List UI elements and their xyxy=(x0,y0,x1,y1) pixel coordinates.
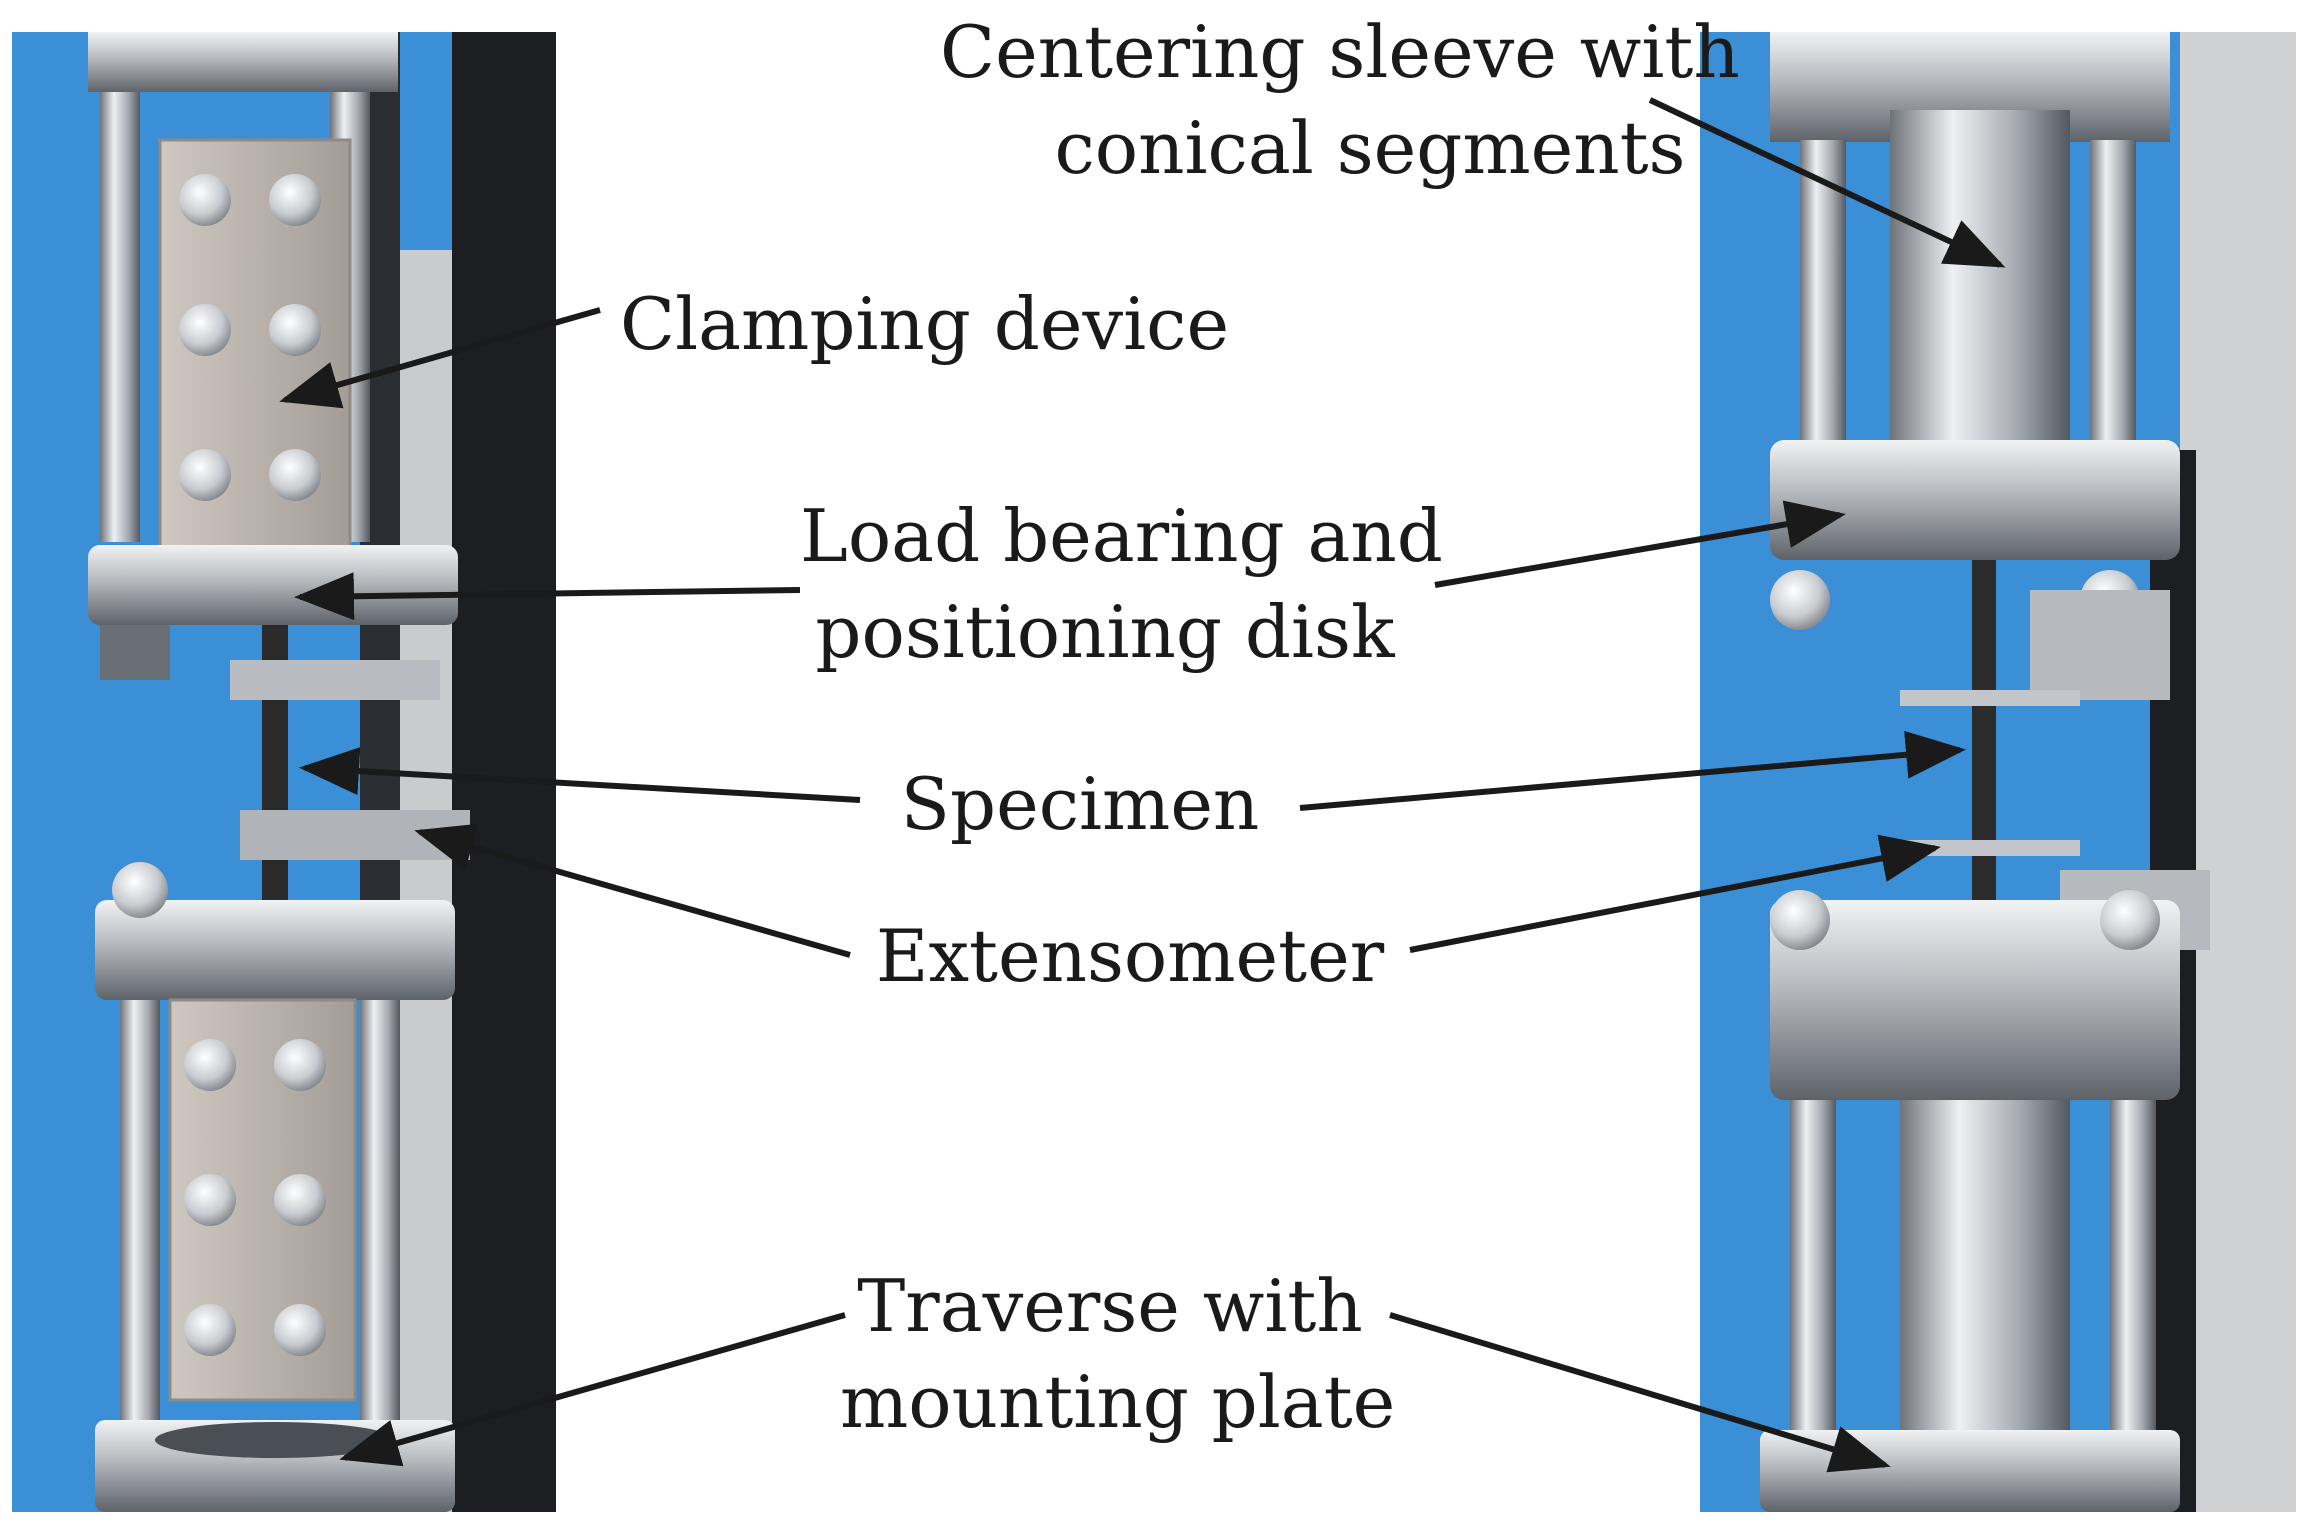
bolt-array-lower xyxy=(184,1039,326,1356)
arrow-centering-sleeve xyxy=(1648,97,2006,268)
arrow-load-bearing-right xyxy=(1434,500,1846,588)
arrow-traverse-right xyxy=(1389,1312,1891,1473)
label-centering-sleeve-line2: conical segments xyxy=(1054,106,1686,190)
right-photo xyxy=(1700,32,2296,1512)
label-load-bearing-line2: positioning disk xyxy=(815,590,1395,674)
arrow-specimen-right xyxy=(1299,730,1966,811)
label-load-bearing-line1: Load bearing and xyxy=(800,494,1443,578)
arrow-traverse-left xyxy=(339,1312,846,1467)
arrow-load-bearing-left xyxy=(294,572,801,621)
annotation-arrows xyxy=(279,97,2006,1473)
label-traverse-line2: mounting plate xyxy=(840,1360,1396,1444)
label-clamping-device: Clamping device xyxy=(620,282,1230,366)
arrow-specimen-left xyxy=(299,747,861,803)
label-traverse-line1: Traverse with xyxy=(857,1264,1363,1348)
arrow-clamping-device xyxy=(279,307,601,409)
left-photo xyxy=(12,32,556,1512)
label-centering-sleeve-line1: Centering sleeve with xyxy=(940,10,1740,94)
arrow-extensometer-left xyxy=(414,823,851,958)
bolt-array-upper xyxy=(179,174,321,501)
label-specimen: Specimen xyxy=(900,762,1260,846)
label-extensometer: Extensometer xyxy=(875,914,1385,998)
arrow-extensometer-right xyxy=(1409,834,1941,953)
